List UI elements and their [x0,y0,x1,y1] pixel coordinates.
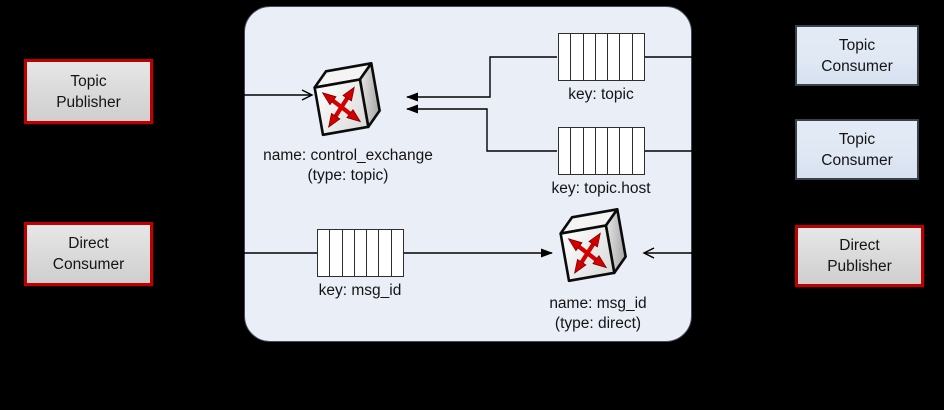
topic-consumer-2-label-line2: Consumer [821,151,893,169]
topic-queue-binding-arrow [406,56,557,102]
topic-consumer-node-2: Topic Consumer [795,119,919,180]
topic-queue-icon [558,33,645,81]
topic-host-queue-binding-arrow [406,104,557,152]
direct-publisher-node: Direct Publisher [795,225,924,287]
topic-consumer-node-1: Topic Consumer [795,25,919,86]
topic-host-queue-label: key: topic.host [551,180,651,197]
direct-consumer-node: Direct Consumer [24,222,153,286]
topic-consumer-1-label-line1: Topic [838,36,876,54]
msg-id-queue-icon [317,229,404,277]
direct-consumer-label-line2: Consumer [52,256,125,273]
topic-publisher-node: Topic Publisher [24,59,153,124]
topic-queue-label: key: topic [568,86,634,103]
topic-host-queue-icon [558,127,645,175]
direct-publisher-label-line2: Publisher [827,258,892,275]
msg-id-exchange-icon [552,202,636,298]
control-exchange-label: name: control_exchange (type: topic) [216,146,480,186]
msg-id-exchange-name: name: msg_id [549,295,647,312]
topic-publisher-label-line1: Topic [70,72,107,90]
msg-id-queue-label: key: msg_id [318,282,402,299]
topic-consumer-2-label-line1: Topic [838,130,876,148]
control-exchange-name: name: control_exchange [263,147,433,164]
msg-id-exchange-type: (type: direct) [554,315,642,332]
topic-publisher-label-line2: Publisher [56,93,121,111]
topic-consumer-1-label-line2: Consumer [821,57,893,75]
direct-publisher-label-line1: Direct [839,237,880,254]
msg-id-exchange-label: name: msg_id (type: direct) [466,294,730,334]
control-exchange-type: (type: topic) [307,167,389,184]
direct-consumer-label-line1: Direct [68,235,109,252]
control-exchange-icon [306,56,390,152]
